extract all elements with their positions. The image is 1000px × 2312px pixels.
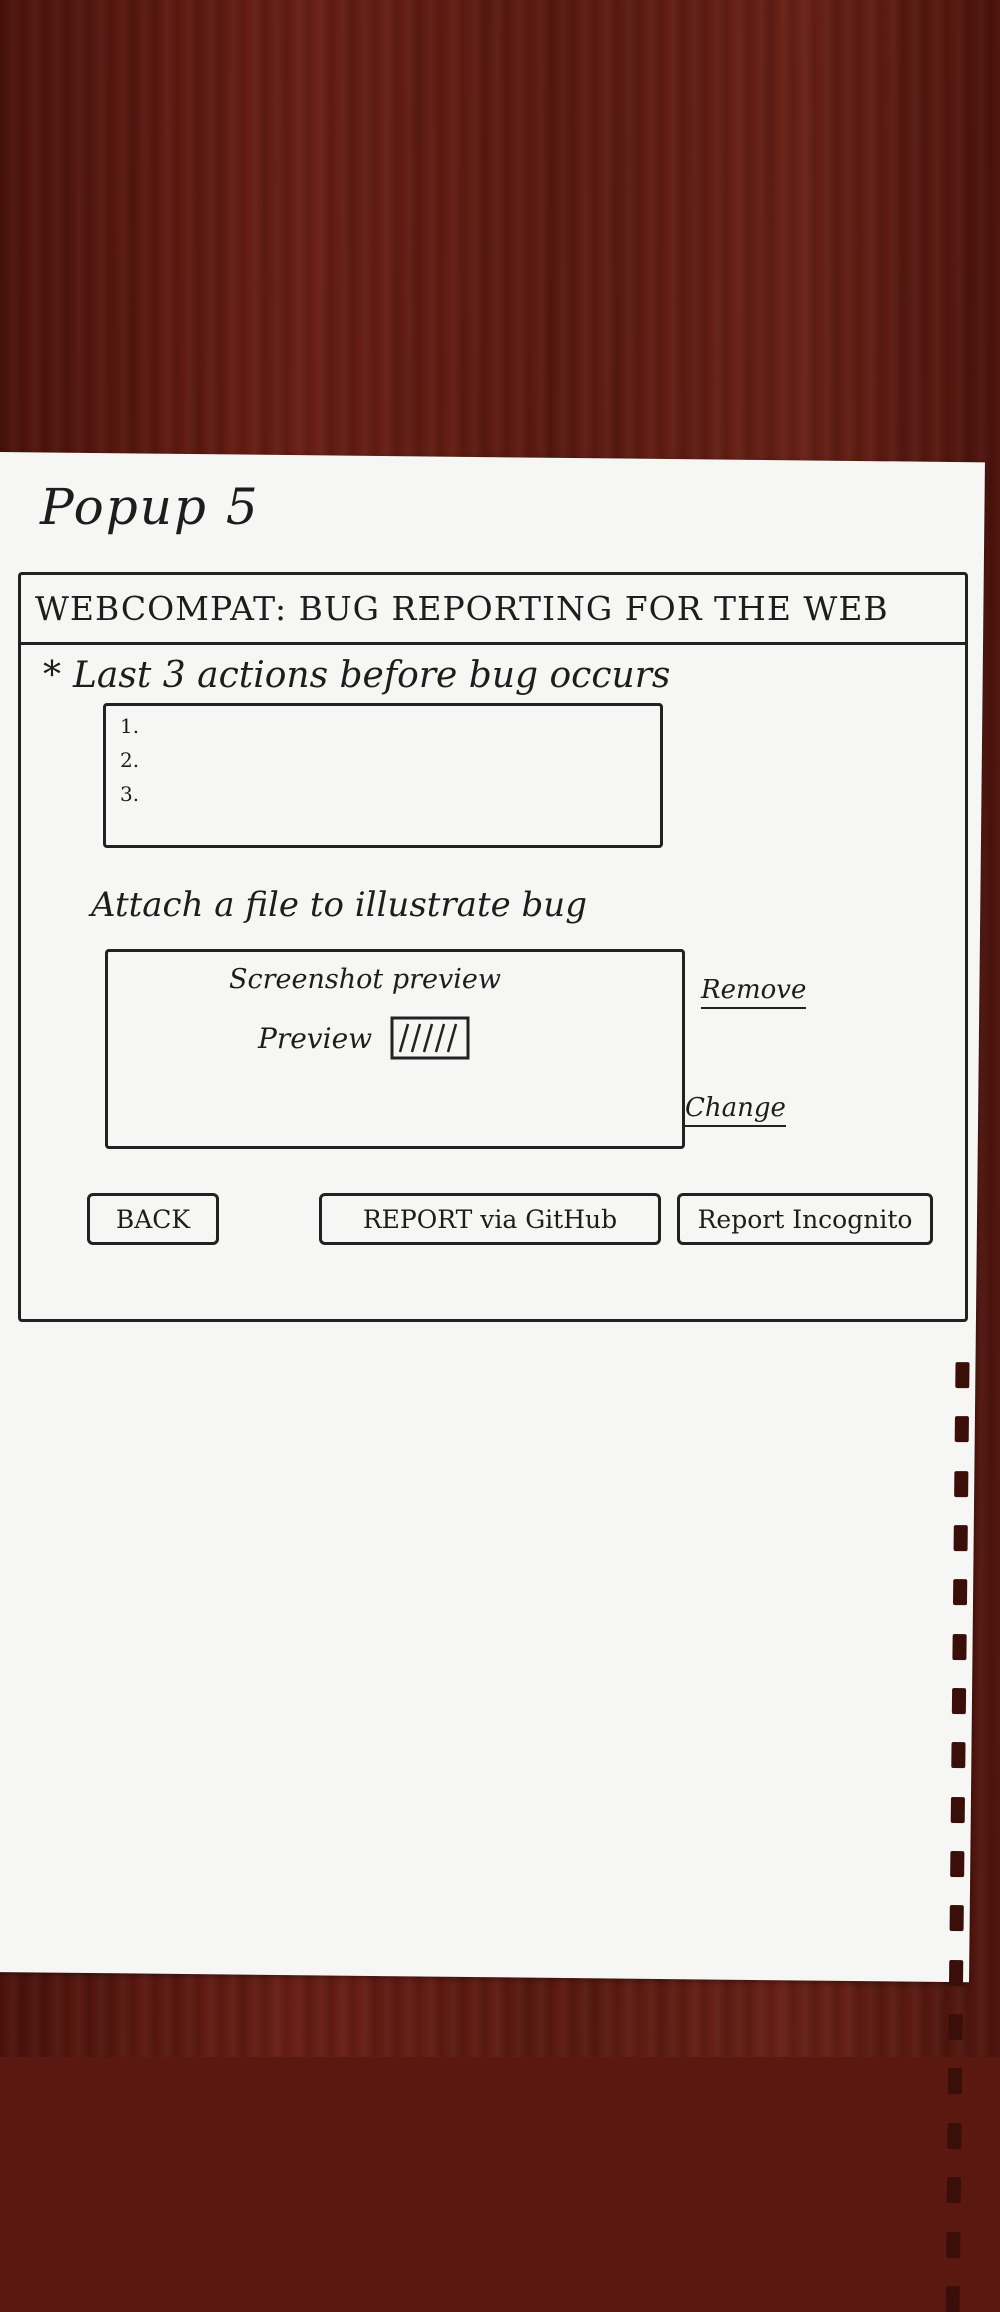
change-link[interactable]: Change xyxy=(685,1093,786,1127)
bug-report-popup: WEBCOMPAT: BUG REPORTING FOR THE WEB * L… xyxy=(18,572,968,1322)
spiral-binding xyxy=(945,1362,974,2312)
image-thumbnail-icon[interactable] xyxy=(390,1016,470,1060)
actions-textarea[interactable]: 1. 2. 3. xyxy=(103,703,663,848)
attach-file-label: Attach a file to illustrate bug xyxy=(91,885,587,925)
action-item-3: 3. xyxy=(120,782,140,806)
action-item-1: 1. xyxy=(120,714,140,738)
screenshot-preview-box: Screenshot preview Preview xyxy=(105,949,685,1149)
actions-label-text: Last 3 actions before bug occurs xyxy=(73,655,671,696)
preview-row: Preview xyxy=(258,1016,470,1060)
popup-header: WEBCOMPAT: BUG REPORTING FOR THE WEB xyxy=(21,575,965,645)
remove-link[interactable]: Remove xyxy=(701,975,807,1009)
actions-label: * Last 3 actions before bug occurs xyxy=(43,655,670,696)
sheet-title: Popup 5 xyxy=(40,478,260,536)
preview-caption: Screenshot preview xyxy=(229,964,501,995)
report-incognito-button[interactable]: Report Incognito xyxy=(677,1193,933,1245)
action-item-2: 2. xyxy=(120,748,140,772)
required-marker: * xyxy=(43,655,61,696)
back-button[interactable]: BACK xyxy=(87,1193,219,1245)
preview-label: Preview xyxy=(258,1021,373,1055)
report-github-button[interactable]: REPORT via GitHub xyxy=(319,1193,661,1245)
